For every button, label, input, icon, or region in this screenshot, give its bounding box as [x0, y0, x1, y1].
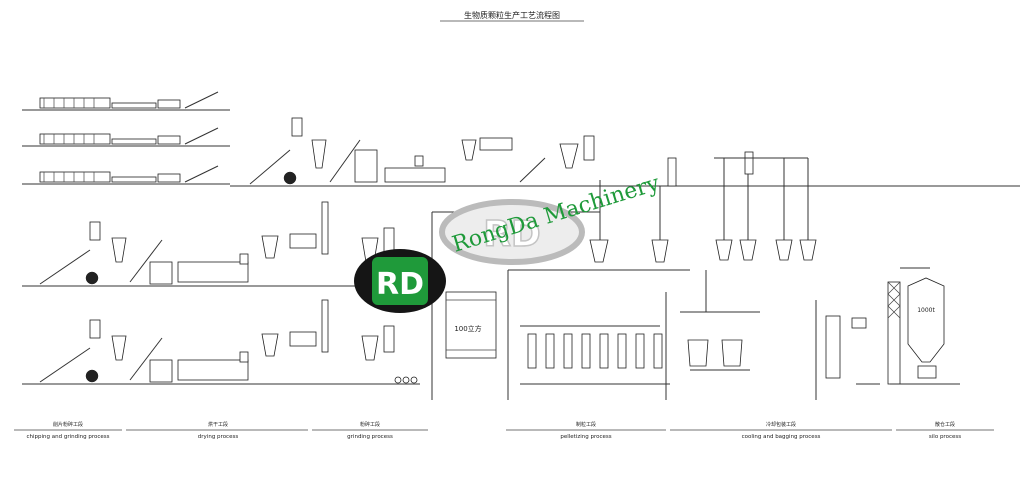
section-en-4: cooling and bagging process	[742, 434, 821, 440]
section-zh-5: 散仓工段	[935, 421, 955, 428]
coolers	[680, 270, 880, 400]
section-zh-2: 粉碎工段	[360, 421, 380, 428]
lower-drying-equipment	[39, 299, 418, 384]
cooling-distribution-upper	[714, 151, 817, 261]
silo-100-label: 100立方	[454, 324, 481, 333]
section-en-3: pelletizing process	[560, 434, 611, 440]
rongda-logo-letters: RD	[483, 214, 541, 255]
section-en-5: silo process	[929, 434, 961, 440]
middle-drying-equipment	[39, 201, 395, 285]
section-en-1: drying process	[198, 434, 239, 440]
silo-1000-equipment	[887, 267, 960, 385]
pellet-mills	[507, 270, 670, 400]
chipping-line-3	[22, 165, 230, 185]
rd-badge-letters: RD	[376, 267, 424, 302]
section-labels: 削片粉碎工段 chipping and grinding process 烘干工…	[14, 421, 994, 440]
section-zh-4: 冷却包装工段	[766, 421, 796, 428]
chipping-line-1	[22, 91, 230, 111]
rongda-watermark: RD RD RongDa Machinery	[354, 171, 663, 313]
rd-badge	[372, 257, 428, 305]
chipping-line-2	[22, 127, 230, 147]
section-en-2: grinding process	[347, 434, 393, 440]
section-zh-3: 制粒工段	[576, 421, 596, 428]
section-en-0: chipping and grinding process	[26, 434, 109, 440]
silo-1000-label: 1000t	[917, 307, 935, 314]
rongda-logo-ellipse	[439, 199, 585, 265]
silo-100-equipment	[431, 211, 600, 400]
diagram-title: 生物质颗粒生产工艺流程图	[464, 10, 560, 20]
pelletizing-cyclones	[508, 180, 690, 271]
section-zh-1: 烘干工段	[208, 421, 228, 428]
top-grinding-equipment	[249, 117, 677, 187]
section-zh-0: 削片粉碎工段	[53, 421, 83, 428]
